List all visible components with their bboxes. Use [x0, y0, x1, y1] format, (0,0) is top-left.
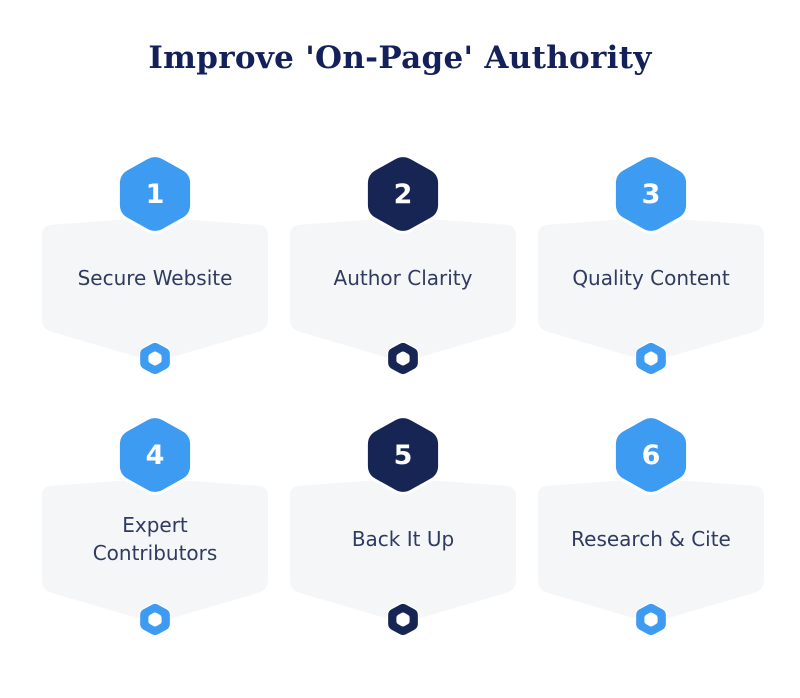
step-number-badge-hexagon-icon	[364, 415, 442, 495]
steps-grid: Secure Website 1 Author Clarity 2	[42, 154, 764, 640]
step-number: 6	[641, 439, 661, 471]
step-label-text: Research & Cite	[571, 527, 731, 551]
card-background-shape	[290, 217, 516, 361]
card-background-shape	[538, 217, 764, 361]
card-background-shape	[42, 217, 268, 361]
step-number-badge-hexagon-icon	[612, 415, 690, 495]
step-label-text: Quality Content	[572, 266, 730, 290]
hexagon-ring-icon	[386, 341, 420, 376]
hexagon-ring-icon	[634, 602, 668, 637]
card-background-shape	[42, 478, 268, 622]
step-label: Quality Content	[538, 225, 764, 331]
step-number-badge-hexagon-icon	[364, 154, 442, 234]
card-background-shape	[538, 478, 764, 622]
step-number-badge-hexagon-icon	[116, 154, 194, 234]
step-number: 1	[145, 178, 165, 210]
step-label: Expert Contributors	[42, 486, 268, 592]
step-card: Secure Website 1	[42, 154, 268, 379]
page-title: Improve 'On-Page' Authority	[148, 40, 652, 76]
step-card: Quality Content 3	[538, 154, 764, 379]
step-label: Author Clarity	[290, 225, 516, 331]
card-background-shape	[290, 478, 516, 622]
step-label: Back It Up	[290, 486, 516, 592]
step-card: Author Clarity 2	[290, 154, 516, 379]
step-number: 4	[145, 439, 165, 471]
hexagon-ring-icon	[634, 341, 668, 376]
step-number: 2	[393, 178, 413, 210]
step-label-text: Back It Up	[351, 527, 455, 551]
step-number-badge-hexagon-icon	[116, 415, 194, 495]
step-card: Research & Cite 6	[538, 415, 764, 640]
hexagon-ring-icon	[138, 341, 172, 376]
step-label: Research & Cite	[538, 486, 764, 592]
step-label: Secure Website	[42, 225, 268, 331]
step-number: 3	[641, 178, 661, 210]
step-label-text: Expert Contributors	[92, 513, 218, 565]
infographic: Improve 'On-Page' Authority Secure Websi…	[0, 40, 800, 637]
step-card: Expert Contributors 4	[42, 415, 268, 640]
step-number-badge-hexagon-icon	[612, 154, 690, 234]
step-card: Back It Up 5	[290, 415, 516, 640]
step-label-text: Author Clarity	[333, 266, 473, 290]
step-number: 5	[393, 439, 413, 471]
step-label-text: Secure Website	[77, 266, 233, 290]
hexagon-ring-icon	[386, 602, 420, 637]
hexagon-ring-icon	[138, 602, 172, 637]
